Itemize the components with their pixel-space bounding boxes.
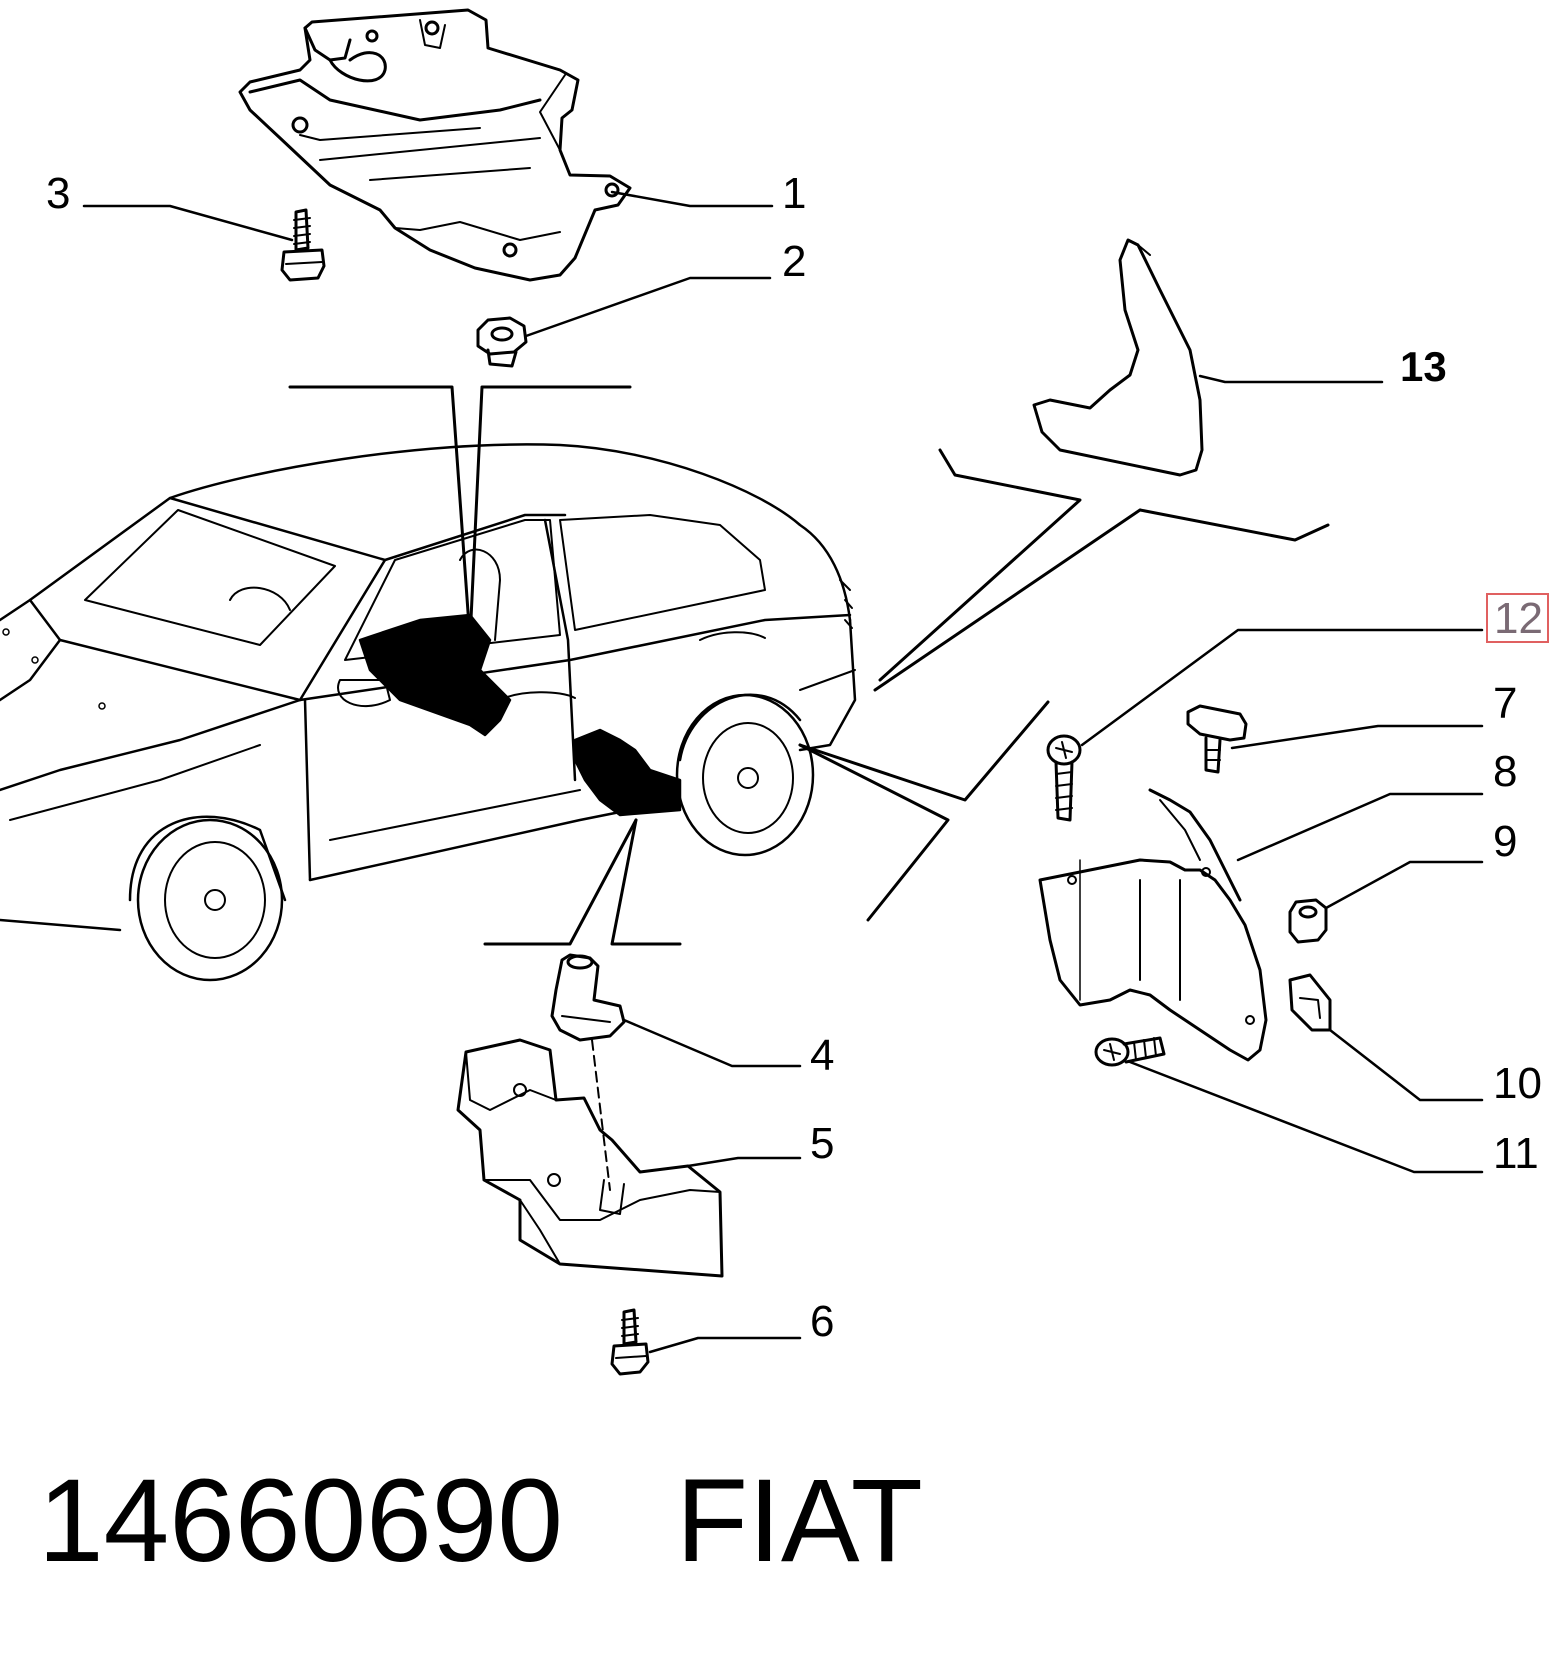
nut-part-2 [476,316,528,368]
screw-part-12 [1046,628,1484,822]
leader-lines-car [288,385,1330,946]
callout-13: 13 [1400,343,1447,390]
callout-10: 10 [1493,1059,1542,1108]
screw-part-11 [1094,1036,1484,1174]
lower-shield-part-5 [456,1038,802,1278]
nut-part-9 [1288,860,1484,944]
callout-11: 11 [1493,1129,1539,1178]
callout-3: 3 [46,169,71,218]
callout-6: 6 [810,1297,835,1346]
clip-part-10 [1288,973,1484,1102]
callout-5: 5 [810,1119,835,1168]
part-number: 14660690 [38,1455,564,1587]
clip-part-7 [1186,704,1484,774]
callout-1: 1 [782,169,807,218]
clip-part-4 [550,953,802,1191]
callout-4: 4 [810,1031,835,1080]
callout-7: 7 [1493,679,1518,728]
callout-9: 9 [1493,817,1518,866]
upper-shield-part [238,8,632,282]
car-illustration [0,443,857,982]
screw-part-3 [280,208,326,282]
callout-2: 2 [782,237,807,286]
callout-12-highlighted[interactable]: 12 [1486,593,1549,643]
leader-lines-top [82,190,774,338]
brand-name: FIAT [676,1455,923,1587]
callout-8: 8 [1493,747,1518,796]
arch-liner-part-8 [1038,788,1484,1062]
screw-part-6 [610,1308,802,1376]
mud-flap-part-13 [1032,238,1384,477]
